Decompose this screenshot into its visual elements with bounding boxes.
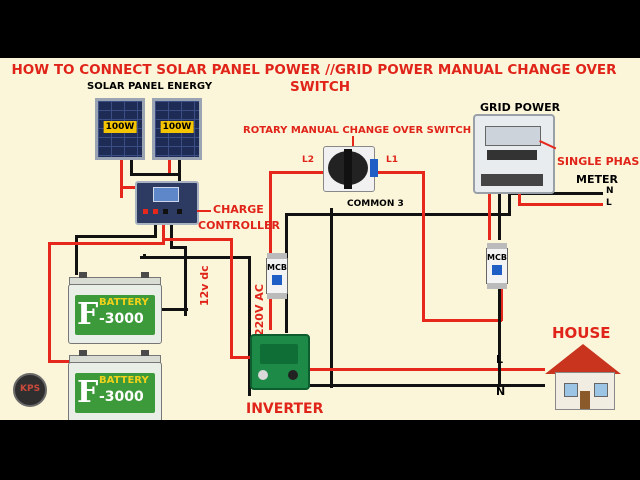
wire-meter-l-out xyxy=(518,190,521,206)
wire-l1-a xyxy=(374,171,424,174)
wire-bat-inv-pos-a xyxy=(230,238,233,358)
battery-2-model: -3000 xyxy=(99,389,144,405)
house-l-label: L xyxy=(496,353,504,366)
solar-panel-2: 100W xyxy=(152,98,202,160)
wire-panels-neg-join xyxy=(130,173,180,176)
wire-ctrl-bat-neg-b xyxy=(75,235,157,238)
house xyxy=(555,372,615,410)
battery-1-label: BATTERY xyxy=(99,297,149,308)
mcb-solar: MCB xyxy=(266,253,288,299)
common-label: COMMON 3 xyxy=(347,199,404,209)
brand-mark: KPS xyxy=(20,384,41,394)
wire-bat-inv-pos-b xyxy=(165,238,233,241)
battery-2: F BATTERY -3000 xyxy=(68,350,162,420)
wire-bat-series-red xyxy=(48,242,51,362)
wire-meter-n-out xyxy=(508,190,511,216)
charge-label: CHARGE xyxy=(213,203,264,216)
wire-common-a xyxy=(330,208,333,218)
wire-meter-mcb-l xyxy=(488,190,491,240)
l2-label: L2 xyxy=(302,155,314,165)
charge-controller xyxy=(135,181,199,225)
rotary-arrow xyxy=(352,136,354,150)
meter-n-label: N xyxy=(606,186,614,196)
l1-label: L1 xyxy=(386,155,398,165)
wire-house-n xyxy=(295,384,545,387)
solar-panel-1: 100W xyxy=(95,98,145,160)
solar-panel-energy-label: SOLAR PANEL ENERGY xyxy=(87,81,213,92)
rotary-switch xyxy=(323,146,378,192)
controller-label: CONTROLLER xyxy=(198,219,280,232)
wire-house-l xyxy=(295,368,545,371)
mcb-solar-label: MCB xyxy=(267,263,287,272)
house-label: HOUSE xyxy=(552,324,611,342)
wire-mcb-l2-a xyxy=(269,171,272,231)
wire-ctrl-bat-pos-b xyxy=(48,242,165,245)
panel-2-wattage: 100W xyxy=(160,121,194,133)
controller-arrow xyxy=(197,210,211,212)
wire-meter-l-right xyxy=(518,203,603,206)
mcb-grid: MCB xyxy=(486,243,508,289)
wire-bat-black-right xyxy=(184,246,187,316)
wire-panel1-neg xyxy=(130,158,133,176)
wire-panel2-pos xyxy=(168,158,171,174)
rotary-switch-label: ROTARY MANUAL CHANGE OVER SWITCH xyxy=(243,125,472,136)
house-roof xyxy=(545,344,621,374)
grid-meter xyxy=(473,114,555,194)
wire-ctrl-bat-pos-a xyxy=(162,218,165,244)
wire-grid-n-down xyxy=(498,283,501,387)
wire-mcb-l2-b xyxy=(269,171,329,174)
wire-l1-b xyxy=(422,171,425,321)
inverter xyxy=(250,334,310,390)
wire-meter-n-right xyxy=(508,192,603,195)
ac-voltage-label: 220V AC xyxy=(253,284,266,336)
page-title-line-2: SWITCH xyxy=(289,79,351,95)
wire-bat-inv-pos-c xyxy=(230,356,265,359)
brand-logo: KPS xyxy=(13,373,47,407)
single-phase-label: SINGLE PHASE xyxy=(557,155,640,168)
wire-ctrl-bat-neg-c xyxy=(75,235,78,275)
wire-ctrl-bat-neg-a xyxy=(154,218,157,236)
page-title: HOW TO CONNECT SOLAR PANEL POWER //GRID … xyxy=(11,62,617,78)
controller-screen xyxy=(153,187,179,202)
wire-stub xyxy=(143,254,146,257)
panel-1-wattage: 100W xyxy=(103,121,137,133)
meter-l-label: L xyxy=(606,198,612,208)
wire-l1-d xyxy=(500,283,503,321)
wire-l1-c xyxy=(422,319,502,322)
wire-common-b xyxy=(330,218,333,388)
wire-panel1-pos xyxy=(120,158,123,198)
wiring-diagram: HOW TO CONNECT SOLAR PANEL POWER //GRID … xyxy=(0,58,640,420)
wire-meter-mcb-n xyxy=(498,190,501,240)
wire-bat-inv-neg-b xyxy=(248,256,251,396)
grid-power-label: GRID POWER xyxy=(480,101,561,114)
battery-1: F BATTERY -3000 xyxy=(68,272,162,344)
dc-voltage-label: 12v dc xyxy=(198,265,211,306)
battery-1-model: -3000 xyxy=(99,311,144,327)
battery-2-label: BATTERY xyxy=(99,375,149,386)
wire-ctrl-load-b xyxy=(170,246,186,249)
wire-bat-between xyxy=(140,308,188,311)
wire-ctrl-load-a xyxy=(170,218,173,248)
inverter-label: INVERTER xyxy=(246,401,324,417)
wire-bat-inv-neg-a xyxy=(140,256,250,259)
meter-label: METER xyxy=(576,173,618,186)
wire-bat-series-red-b xyxy=(48,360,73,363)
mcb-grid-label: MCB xyxy=(487,253,507,262)
house-n-label: N xyxy=(496,385,506,398)
wire-neutral-top xyxy=(285,213,510,216)
